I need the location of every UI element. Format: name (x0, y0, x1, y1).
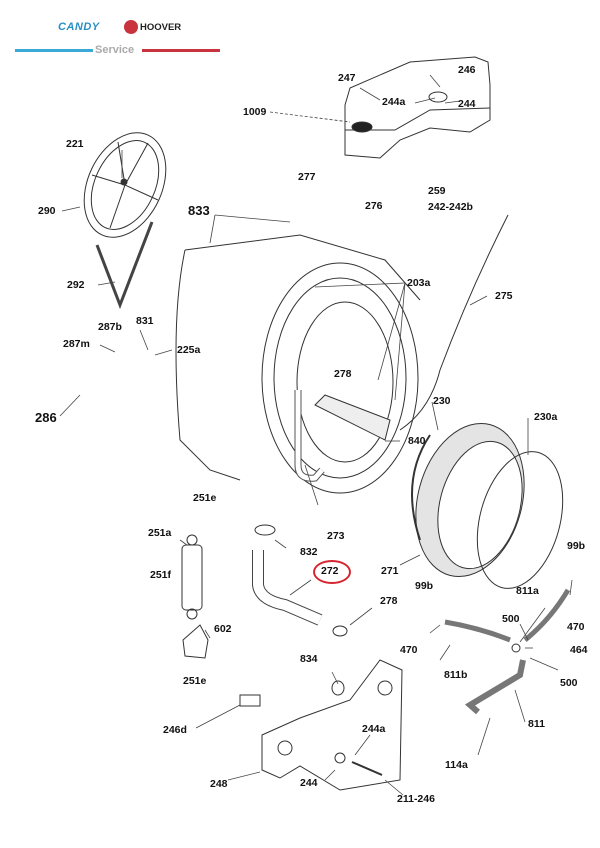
part-label-230[interactable]: 230 (433, 395, 451, 407)
part-label-99b-right[interactable]: 99b (567, 540, 586, 552)
service-label: Service (95, 44, 135, 56)
red-divider (142, 49, 220, 52)
tee-464 (511, 643, 521, 653)
part-label-500-bottom[interactable]: 500 (560, 677, 578, 689)
counterweight-top (344, 56, 491, 159)
part-label-251a[interactable]: 251a (148, 527, 172, 539)
part-label-203a[interactable]: 203a (407, 277, 431, 289)
blue-divider (15, 49, 93, 52)
part-label-244-bottom[interactable]: 244 (300, 777, 318, 789)
part-label-1009[interactable]: 1009 (243, 106, 267, 118)
hoover-emblem-icon (124, 20, 138, 34)
candy-logo: CANDY (58, 21, 100, 33)
hoover-logo: HOOVER (140, 22, 182, 33)
part-label-287b[interactable]: 287b (98, 321, 122, 333)
part-label-225a[interactable]: 225a (177, 344, 201, 356)
part-label-277[interactable]: 277 (298, 171, 316, 183)
part-label-114a[interactable]: 114a (445, 759, 468, 771)
service-header: CANDY HOOVER Service (0, 0, 240, 60)
highlight-circle (313, 560, 351, 584)
filter-cap-832 (254, 524, 276, 536)
part-label-832[interactable]: 832 (300, 546, 318, 558)
part-label-840[interactable]: 840 (408, 435, 426, 447)
drive-belt (95, 221, 154, 310)
plate-246d (239, 694, 261, 707)
part-label-244a[interactable]: 244a (382, 96, 406, 108)
part-label-246d[interactable]: 246d (163, 724, 187, 736)
part-label-290[interactable]: 290 (38, 205, 56, 217)
part-label-470-right[interactable]: 470 (567, 621, 585, 633)
part-label-221[interactable]: 221 (66, 138, 84, 150)
spacer-834 (331, 680, 345, 696)
part-label-287m[interactable]: 287m (63, 338, 90, 350)
part-label-811[interactable]: 811 (528, 718, 545, 730)
part-label-602[interactable]: 602 (214, 623, 232, 635)
part-label-278-top[interactable]: 278 (334, 368, 352, 380)
shock-absorber (181, 544, 203, 611)
part-label-251e-bottom[interactable]: 251e (183, 675, 207, 687)
heater-cover (314, 394, 391, 441)
part-label-230a[interactable]: 230a (534, 411, 558, 423)
part-label-292[interactable]: 292 (67, 279, 85, 291)
seal-clamp-230a (476, 451, 564, 589)
part-label-273[interactable]: 273 (327, 530, 345, 542)
part-label-464[interactable]: 464 (570, 644, 588, 656)
part-label-272[interactable]: 272 (321, 565, 339, 577)
part-label-276[interactable]: 276 (365, 200, 383, 212)
part-label-242-242b[interactable]: 242-242b (428, 201, 473, 213)
part-label-244a-bottom[interactable]: 244a (362, 723, 386, 735)
leader-lines (59, 74, 573, 796)
part-label-811b[interactable]: 811b (444, 669, 468, 681)
pulley-spokes (91, 141, 159, 229)
part-label-211-246[interactable]: 211-246 (397, 793, 435, 805)
part-label-286[interactable]: 286 (35, 410, 57, 425)
part-label-470-left[interactable]: 470 (400, 644, 418, 656)
part-label-247[interactable]: 247 (338, 72, 356, 84)
hose-811a (523, 588, 571, 642)
part-label-99b-left[interactable]: 99b (415, 580, 434, 592)
part-label-500-top[interactable]: 500 (502, 613, 520, 625)
part-label-259[interactable]: 259 (428, 185, 446, 197)
wire-275 (399, 214, 509, 431)
clip-278 (332, 625, 348, 637)
part-label-246[interactable]: 246 (458, 64, 476, 76)
counterweight-bottom (261, 659, 403, 791)
part-label-278-bottom[interactable]: 278 (380, 595, 398, 607)
part-label-251e-top[interactable]: 251e (193, 492, 217, 504)
part-label-251f[interactable]: 251f (150, 569, 172, 581)
part-label-831[interactable]: 831 (136, 315, 154, 327)
part-label-248[interactable]: 248 (210, 778, 228, 790)
part-label-833[interactable]: 833 (188, 203, 210, 218)
mount-1009 (351, 121, 373, 133)
hose-811b (444, 619, 511, 643)
bracket-602 (182, 624, 209, 659)
hose-811 (464, 659, 526, 715)
clamp-230 (411, 434, 431, 541)
part-label-244[interactable]: 244 (458, 98, 476, 110)
part-label-275[interactable]: 275 (495, 290, 513, 302)
mount-244 (428, 91, 448, 103)
part-label-271[interactable]: 271 (381, 565, 399, 577)
tub-rear (175, 249, 241, 481)
part-label-811a[interactable]: 811a (516, 585, 539, 597)
part-label-834[interactable]: 834 (300, 653, 318, 665)
